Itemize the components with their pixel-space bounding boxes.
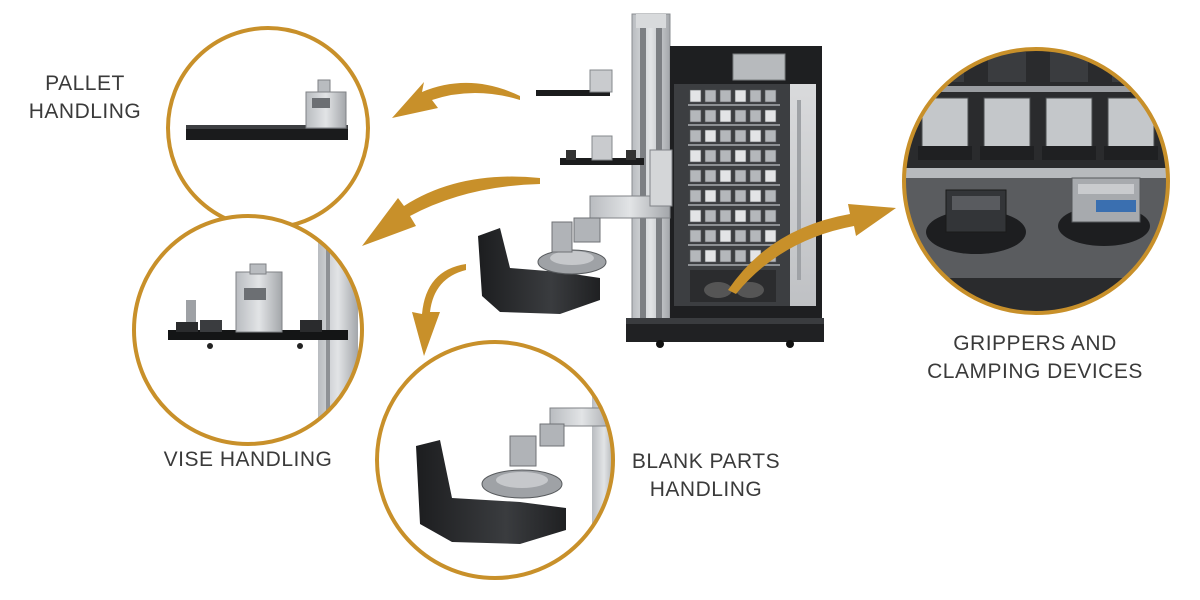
grippers-ring xyxy=(902,47,1170,315)
rack-shelf xyxy=(688,204,780,206)
gripper-base xyxy=(1042,146,1096,160)
rack-slot xyxy=(764,149,777,163)
rack-slot xyxy=(734,249,747,263)
rack-slot xyxy=(749,129,762,143)
rack-shelf xyxy=(688,264,780,266)
grippers-callout xyxy=(902,47,1170,315)
label-line: BLANK PARTS xyxy=(631,450,781,473)
rack-slot xyxy=(719,129,732,143)
rack-slot xyxy=(704,229,717,243)
label-line: HANDLING xyxy=(28,100,142,123)
rack-slot xyxy=(734,129,747,143)
rack-slot xyxy=(719,189,732,203)
pallet-illustration xyxy=(186,79,348,140)
vise-ring xyxy=(132,214,364,446)
rack-slot xyxy=(689,169,702,183)
blank-parts-handling-label: BLANK PARTS HANDLING xyxy=(628,448,784,504)
rack-slot xyxy=(704,169,717,183)
rack-slot xyxy=(734,229,747,243)
rack-slot xyxy=(734,209,747,223)
rack-slot xyxy=(734,189,747,203)
blank-parts-handling-callout xyxy=(375,340,615,580)
upper-gripper xyxy=(926,52,964,82)
rack-slot xyxy=(764,209,777,223)
gripper-base xyxy=(918,146,972,160)
rack-shelf xyxy=(688,164,780,166)
rack-slot xyxy=(704,129,717,143)
rack-slot xyxy=(764,129,777,143)
gripper-base xyxy=(980,146,1034,160)
rack-shelf xyxy=(688,124,780,126)
rack-slot xyxy=(704,89,717,103)
rack-slot xyxy=(734,109,747,123)
rack-slot xyxy=(689,229,702,243)
rack-slot xyxy=(704,209,717,223)
rack-shelf xyxy=(688,184,780,186)
rack-slot xyxy=(719,229,732,243)
rack-slot xyxy=(704,249,717,263)
rack-slot xyxy=(704,109,717,123)
label-line: CLAMPING DEVICES xyxy=(927,360,1143,383)
rack-slot xyxy=(719,109,732,123)
arrow-to-blank-parts xyxy=(412,264,466,356)
rack-slot xyxy=(764,169,777,183)
pallet-handling-label: PALLET HANDLING xyxy=(20,70,150,126)
rack-slot xyxy=(704,149,717,163)
vise-handling-label: VISE HANDLING xyxy=(150,446,346,474)
rack-slot xyxy=(749,209,762,223)
label-line: PALLET xyxy=(45,72,125,95)
rack-slot xyxy=(719,249,732,263)
rack-slot xyxy=(749,229,762,243)
rack-slot xyxy=(719,89,732,103)
arrow-to-pallet xyxy=(392,82,520,118)
stored-gripper xyxy=(983,97,1031,149)
pallet-handling-callout xyxy=(166,26,370,230)
rack-slot xyxy=(734,169,747,183)
arrows xyxy=(362,82,896,356)
rack-slot xyxy=(689,149,702,163)
rack-slot xyxy=(689,189,702,203)
stored-gripper xyxy=(1107,97,1155,149)
rack-shelf xyxy=(688,104,780,106)
rack-slot xyxy=(749,109,762,123)
arrow-to-vise xyxy=(362,176,540,246)
rack-slot xyxy=(704,189,717,203)
rack-slot xyxy=(764,89,777,103)
rack-slot xyxy=(689,89,702,103)
rack-slot xyxy=(749,189,762,203)
rack-slot xyxy=(734,89,747,103)
arrow-to-grippers xyxy=(728,204,896,294)
stored-gripper xyxy=(921,97,969,149)
rack-slot xyxy=(749,169,762,183)
rack-slot xyxy=(749,149,762,163)
rack-slot xyxy=(719,169,732,183)
label-line: HANDLING xyxy=(649,478,763,501)
label-line: VISE HANDLING xyxy=(163,448,333,471)
rack-shelf xyxy=(688,224,780,226)
rack-slot xyxy=(749,89,762,103)
rack-slot xyxy=(689,209,702,223)
rack-shelf xyxy=(688,244,780,246)
rack-slot xyxy=(764,229,777,243)
rack-shelf xyxy=(688,144,780,146)
rack-slot xyxy=(689,249,702,263)
rack-slot xyxy=(734,149,747,163)
vise-handling-callout xyxy=(132,214,364,446)
grippers-illustration xyxy=(904,49,1168,313)
gripper-base xyxy=(1104,146,1158,160)
rack-slot xyxy=(764,109,777,123)
rack-slot xyxy=(719,209,732,223)
grippers-label: GRIPPERS AND CLAMPING DEVICES xyxy=(920,330,1150,386)
stored-gripper xyxy=(1045,97,1093,149)
rack-slot xyxy=(689,109,702,123)
label-line: GRIPPERS AND xyxy=(953,332,1117,355)
rack-slot xyxy=(689,129,702,143)
rack-slot xyxy=(764,189,777,203)
rack-slot xyxy=(719,149,732,163)
blank-parts-ring xyxy=(375,340,615,580)
